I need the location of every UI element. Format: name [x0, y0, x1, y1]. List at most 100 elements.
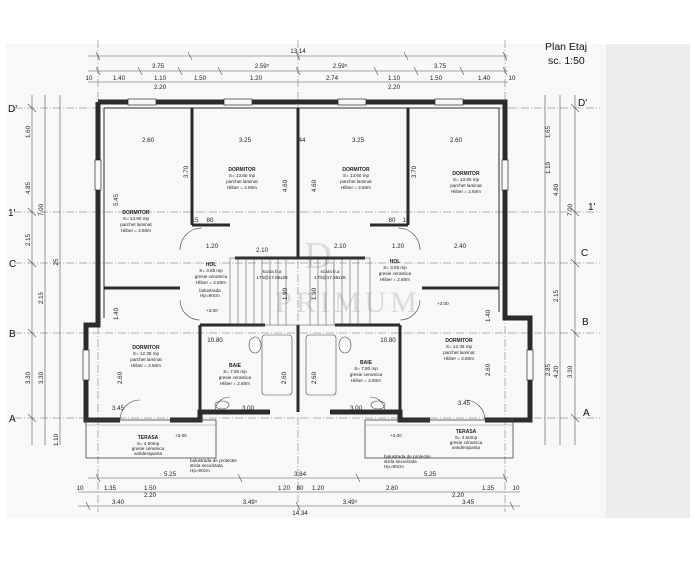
room-floor: gresie ceramica: [219, 375, 252, 380]
dim-interior: 3.00: [350, 405, 363, 412]
windows: [82, 98, 534, 381]
dim-interior: 4.60: [311, 179, 318, 192]
room-area: S= 12.35 mp: [133, 351, 160, 356]
dim-top: 2.59⁵: [333, 63, 348, 70]
room-height: Hliber = 2.60m: [196, 280, 226, 285]
room-height: Hliber = 2.60m: [444, 356, 474, 361]
grid-label: B: [582, 317, 589, 328]
room-labels: DORMITOR S= 13.60 mp parchet laminat Hli…: [120, 167, 482, 456]
level-mark: +3.00: [206, 308, 218, 313]
dim-bottom: 5.25: [164, 471, 177, 478]
dim-top: 1.10: [388, 75, 401, 82]
dim-bottom: 1.35: [104, 485, 117, 492]
room-floor: parchet laminat: [443, 350, 475, 355]
dim-bottom-total: 14.34: [292, 510, 308, 517]
grid-label: 1': [8, 208, 16, 219]
dim-interior: 1.40: [485, 309, 492, 322]
room-floor: parchet laminat: [226, 179, 258, 184]
room-name: DORMITOR: [342, 167, 370, 173]
dim-bottom: 10: [513, 485, 520, 492]
grid-label: C: [581, 248, 588, 259]
room-name: DORMITOR: [122, 210, 150, 216]
dim-bottom: 1.50: [144, 485, 157, 492]
grid-labels-right: D' 1' C B A: [578, 98, 596, 419]
dim-interior: 2.60: [450, 137, 463, 144]
dim-interior: 15: [192, 217, 199, 224]
paper-fold: [606, 44, 690, 518]
bath-fixtures: [214, 334, 386, 410]
dim-bottom: 10: [77, 485, 84, 492]
grid-label: A: [583, 408, 590, 419]
room-height: Hliber = 2.60m: [227, 185, 257, 190]
room-floor: gresie ceramica: [450, 440, 483, 445]
stair-label: scara b.a: [263, 269, 282, 274]
left-dimensions: 1.60 4.85 7.00 2.15 25 2.15 3.30 1.10 3.…: [25, 125, 60, 446]
dim-interior: 2.60: [485, 363, 492, 376]
grid-label: D': [578, 98, 587, 109]
protection-label: sticla securizata: [190, 463, 223, 468]
right-dimensions: 1.65 1.10 4.80 7.00 2.15 2.85 4.20 3.30: [545, 125, 574, 378]
dim-interior: 3.70: [183, 165, 190, 178]
dim-bottom: 1.20: [278, 485, 291, 492]
dim-bottom: 1.35: [482, 485, 495, 492]
grid-label: A: [9, 414, 16, 425]
room-name: TERASA: [138, 435, 159, 441]
room-area: S= 3.65 mp: [383, 265, 407, 270]
protection-label: sticla securizata: [384, 459, 417, 464]
dim-right: 2.85: [545, 363, 552, 376]
dim-interior: 1.90: [311, 287, 318, 300]
dim-left: 25: [53, 258, 60, 265]
dim-bottom: 80: [297, 485, 304, 492]
grid-label: D': [8, 104, 17, 115]
dim-interior: 3.00: [242, 405, 255, 412]
dim-left: 1.60: [25, 125, 32, 138]
room-area: S= 3.65 mp: [199, 268, 223, 273]
staircase: [229, 257, 371, 326]
level-marks: +3.00 +3.00 +3.00 +3.00: [175, 301, 449, 438]
grid-label: 1': [588, 202, 596, 213]
dimension-ticks: [27, 51, 580, 511]
stair-label: 17h@17.65x28: [314, 275, 346, 280]
grid-labels-left: D' 1' C B A: [8, 104, 17, 425]
dim-top: 1.40: [478, 75, 491, 82]
level-mark: +3.00: [175, 433, 187, 438]
dim-bottom: 2.80: [386, 485, 399, 492]
interior-dimensions: 2.60 3.25 44 3.25 2.60 3.70 4.60 4.60 3.…: [112, 137, 492, 412]
dim-interior: 1.20: [392, 243, 405, 250]
room-floor: parchet laminat: [450, 183, 482, 188]
room-area: S= 7.80 mp: [223, 369, 247, 374]
dim-left: 3.30: [38, 371, 45, 384]
dim-top: 10: [86, 75, 93, 82]
room-name: DORMITOR: [132, 345, 160, 351]
dim-left: 4.85: [25, 181, 32, 194]
dim-top: 1.40: [113, 75, 126, 82]
room-name: BAIE: [229, 363, 242, 369]
room-area: S= 13.60 mp: [453, 177, 480, 182]
dim-top: 1.20: [250, 75, 263, 82]
dim-interior: 2.10: [334, 243, 347, 250]
terraces: [85, 419, 514, 459]
room-height: Hliber = 2.60m: [121, 228, 151, 233]
dim-left: 1.10: [53, 433, 60, 446]
dim-right: 1.10: [545, 161, 552, 174]
room-height: Hliber = 2.60m: [341, 185, 371, 190]
room-name: TERASA: [456, 429, 477, 435]
protection-label: balustrada de protectie: [190, 458, 237, 463]
dim-interior: 2.10: [256, 247, 269, 254]
room-height: antiderapanta: [452, 445, 481, 450]
dim-left: 2.15: [38, 291, 45, 304]
room-floor: parchet laminat: [120, 222, 152, 227]
dim-interior: 2.60: [281, 371, 288, 384]
room-floor: parchet laminat: [340, 179, 372, 184]
room-name: DORMITOR: [228, 167, 256, 173]
room-name: BAIE: [360, 360, 373, 366]
exterior-wall-inner-lines: [103, 107, 500, 318]
protection-label: Hp=90cm: [384, 464, 404, 469]
dim-interior: 80: [389, 217, 396, 224]
room-floor: parchet laminat: [130, 357, 162, 362]
room-floor: gresie ceramica: [195, 274, 228, 279]
dim-bottom: 5.25: [424, 471, 437, 478]
room-area: S= 12.35 mp: [446, 344, 473, 349]
room-height: antiderapanta: [134, 451, 163, 456]
dim-interior: 2.60: [117, 371, 124, 384]
